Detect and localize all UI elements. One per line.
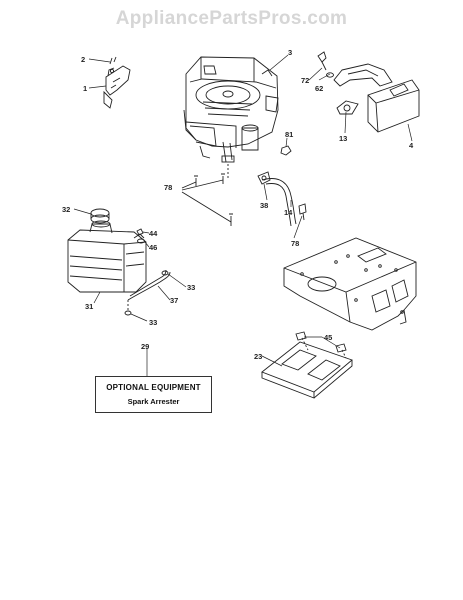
shield-screws (295, 331, 347, 359)
engine (183, 56, 279, 163)
callout-46: 46 (149, 243, 157, 252)
optional-equipment-subtitle: Spark Arrester (127, 397, 180, 406)
engine-bolts (181, 162, 233, 226)
callout-78-engine: 78 (164, 183, 172, 192)
callout-31: 31 (85, 302, 93, 311)
callout-45: 45 (324, 333, 332, 342)
callout-1: 1 (83, 84, 87, 93)
callout-44: 44 (149, 229, 158, 238)
optional-equipment-title: OPTIONAL EQUIPMENT (106, 383, 201, 392)
muffler (333, 63, 420, 133)
watermark: AppliancePartsPros.com (115, 8, 348, 29)
chassis-plate (283, 237, 417, 331)
exhaust-gasket (336, 100, 359, 115)
callout-78-line: 78 (291, 239, 299, 248)
callout-23: 23 (254, 352, 262, 361)
callout-38: 38 (260, 201, 268, 210)
exhaust-bolt (317, 51, 334, 78)
callout-32: 32 (62, 205, 70, 214)
fuel-tank (67, 220, 147, 293)
leader-lines (73, 54, 413, 376)
callout-13: 13 (339, 134, 347, 143)
callout-37: 37 (170, 296, 178, 305)
callout-3: 3 (288, 48, 292, 57)
callout-2: 2 (81, 55, 85, 64)
callout-29: 29 (141, 342, 149, 351)
callout-81: 81 (285, 130, 293, 139)
callout-14: 14 (284, 208, 293, 217)
callout-72: 72 (301, 76, 309, 85)
callout-labels: 2 1 3 72 62 4 13 81 78 38 14 78 32 44 46… (62, 48, 414, 361)
callout-4: 4 (409, 141, 414, 150)
callout-62: 62 (315, 84, 323, 93)
heat-shield (261, 341, 353, 399)
fuel-line (257, 171, 307, 227)
nut-81 (280, 145, 292, 156)
callout-33-upper: 33 (187, 283, 195, 292)
callout-33-lower: 33 (149, 318, 157, 327)
tank-screw (136, 228, 145, 244)
optional-equipment-box: OPTIONAL EQUIPMENT Spark Arrester (95, 376, 212, 413)
throttle-bracket (103, 56, 131, 109)
